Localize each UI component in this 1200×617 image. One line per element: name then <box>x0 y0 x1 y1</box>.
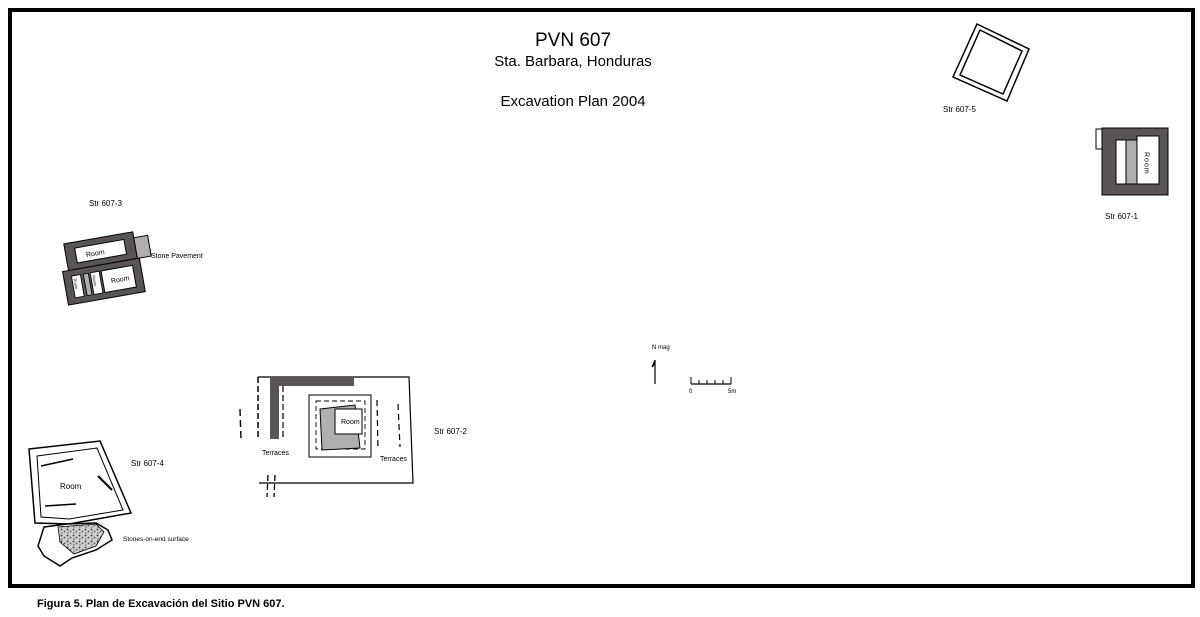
structure-607-2: Room Terraces Terraces Str 607-2 <box>239 376 467 498</box>
str-607-3-pavement-label: Stone Pavement <box>151 253 203 260</box>
str-607-4-surface-label: Stones-on-end surface <box>123 536 189 543</box>
plan-title: PVN 607 <box>535 30 611 51</box>
north-arrow: N mag <box>651 345 670 384</box>
map-frame <box>8 8 1195 588</box>
plan-location: Sta. Barbara, Honduras <box>494 53 652 70</box>
scale-bar-end-label: 5m <box>728 389 736 395</box>
str-607-3-label: Str 607-3 <box>89 199 122 208</box>
str-607-5-label: Str 607-5 <box>943 105 976 114</box>
str-607-2-room-label: Room <box>341 419 360 426</box>
str-607-1-label: Str 607-1 <box>1105 212 1138 221</box>
structure-607-5: Str 607-5 <box>943 22 1030 114</box>
str-607-3-room-vertical-2-label: Room <box>91 275 98 287</box>
str-607-3-room-vertical-1-label: Room <box>73 278 80 290</box>
str-607-3-room-bottom-label: Room <box>110 275 130 285</box>
str-607-3-room-top-label: Room <box>86 249 106 259</box>
str-607-2-terraces-right-label: Terraces <box>380 456 407 463</box>
scale-bar-start-label: 0 <box>689 389 693 395</box>
excavation-plan: PVN 607 Sta. Barbara, Honduras Excavatio… <box>28 22 1169 567</box>
figure-caption: Figura 5. Plan de Excavación del Sitio P… <box>37 598 285 610</box>
structure-607-3: Str 607-3 Room Room Room Room Stone Pave… <box>61 199 203 306</box>
structure-607-4: Room Str 607-4 Stones-on-end surface <box>28 440 189 567</box>
str-607-4-room-label: Room <box>60 482 82 491</box>
str-607-2-terraces-left-label: Terraces <box>262 450 289 457</box>
north-arrow-label: N mag <box>652 345 670 351</box>
str-607-4-label: Str 607-4 <box>131 459 164 468</box>
structure-607-1: Room Str 607-1 <box>1095 127 1169 221</box>
scale-bar: 0 5m <box>689 377 736 395</box>
str-607-2-label: Str 607-2 <box>434 427 467 436</box>
plan-subtitle: Excavation Plan 2004 <box>500 93 645 110</box>
str-607-1-room-label: Room <box>1143 152 1150 175</box>
